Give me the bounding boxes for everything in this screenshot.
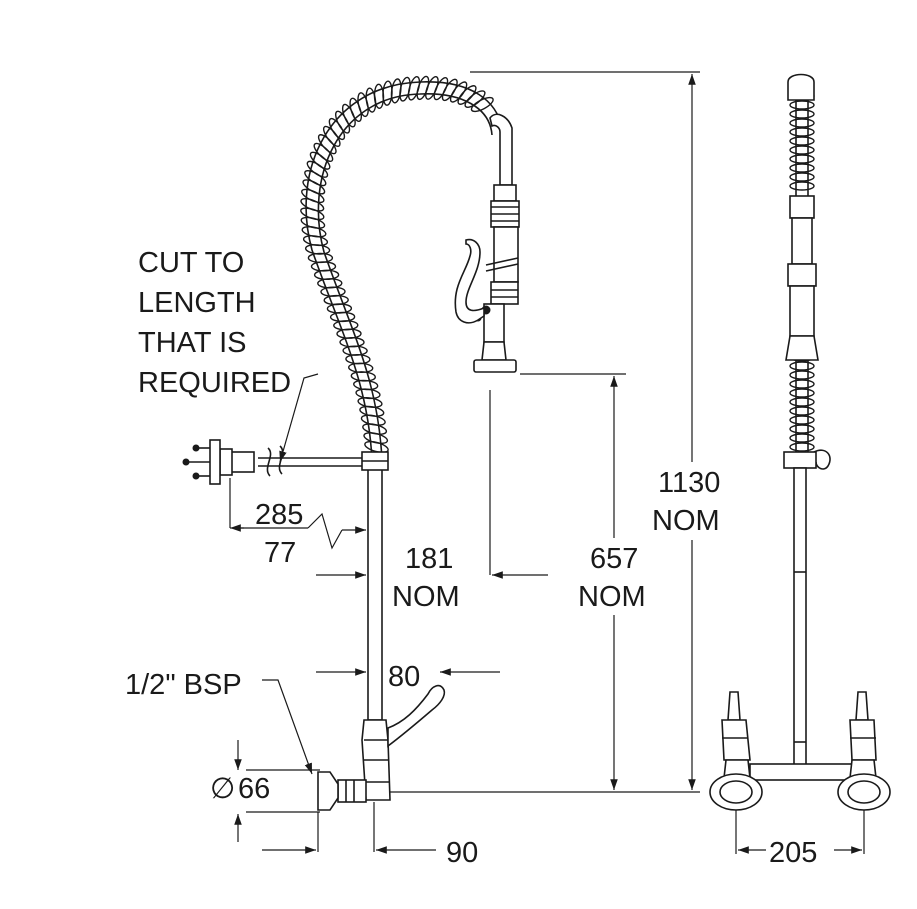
- coil-loop: [320, 286, 346, 297]
- side-coil-loop: [789, 127, 815, 137]
- side-coil-loop: [789, 370, 815, 380]
- side-coil-loop: [789, 379, 815, 389]
- side-coil-loop: [789, 118, 815, 128]
- diameter-symbol: ∅: [210, 773, 235, 805]
- dim-1130-label: 1130: [658, 467, 720, 499]
- coil-loop: [336, 328, 362, 339]
- coil-loop: [342, 345, 368, 356]
- cut-note-line-3: THAT IS: [138, 327, 247, 359]
- coil-loop: [300, 207, 325, 221]
- coil-loop: [433, 76, 449, 101]
- coil-loop: [326, 303, 353, 314]
- dim-205-label: 205: [769, 837, 817, 869]
- dim-285-label: 285: [255, 499, 303, 531]
- side-coil-loop: [789, 415, 815, 425]
- side-coil-loop: [789, 181, 815, 191]
- coil-loop: [470, 96, 494, 113]
- coil-loop: [329, 311, 356, 323]
- side-view: [709, 73, 891, 854]
- dim-1130-nom-label: NOM: [652, 505, 720, 537]
- dim-90-label: 90: [446, 837, 478, 869]
- coil-loop: [313, 269, 340, 281]
- side-coil-loop: [789, 154, 815, 164]
- side-right-tap: [837, 691, 891, 811]
- coil-loop: [300, 198, 325, 212]
- coil-loop: [339, 336, 365, 348]
- front-view: [182, 71, 700, 854]
- side-left-tap: [709, 691, 763, 811]
- coil-loop: [301, 188, 325, 204]
- side-coil-loop: [789, 433, 815, 443]
- side-coil-loop: [789, 424, 815, 434]
- cut-note-line-2: LENGTH: [138, 287, 256, 319]
- dim-80-label: 80: [388, 661, 420, 693]
- dim-66-label: 66: [238, 773, 270, 805]
- hose-arc: [305, 81, 504, 461]
- coil-loop: [323, 294, 349, 306]
- labels: CUT TO LENGTH THAT IS REQUIRED 285 77 18…: [125, 247, 817, 869]
- cut-note-line-1: CUT TO: [138, 247, 244, 279]
- dim-1130: [390, 71, 700, 793]
- dim-90: [262, 802, 436, 854]
- cut-note-line-4: REQUIRED: [138, 367, 291, 399]
- dim-657: [520, 373, 626, 790]
- side-coil-loop: [789, 172, 815, 182]
- dim-657-label: 657: [590, 543, 638, 575]
- dim-205: [735, 810, 865, 854]
- riser-pipe: [361, 451, 389, 721]
- coil-loop: [416, 75, 430, 101]
- side-coil-loop: [789, 136, 815, 146]
- coil-loop: [441, 78, 458, 102]
- dim-181: [316, 390, 548, 579]
- coil-loop: [302, 179, 326, 195]
- spray-valve: [473, 184, 520, 373]
- coil-loop: [317, 278, 343, 289]
- dim-657-nom-label: NOM: [578, 581, 646, 613]
- spray-handle: [454, 238, 485, 324]
- dim-66: [234, 740, 320, 842]
- mixer-body: [317, 684, 446, 811]
- coil-loop: [333, 320, 359, 331]
- hose-arc-inner: [317, 93, 493, 461]
- dim-285-77: [229, 478, 366, 550]
- side-coil-loop: [789, 100, 815, 110]
- bracket-arm: [182, 439, 362, 485]
- coil-loop: [310, 261, 337, 272]
- dim-181-label: 181: [405, 543, 453, 575]
- side-coil-loop: [789, 406, 815, 416]
- side-coil-loop: [789, 109, 815, 119]
- coil-loop: [425, 75, 439, 100]
- gooseneck-tube: [489, 113, 513, 186]
- cut-leader: [279, 373, 319, 463]
- side-coil-loop: [789, 397, 815, 407]
- hose-spring-coil: [300, 75, 494, 454]
- side-coil-loop: [789, 163, 815, 173]
- thread-label: 1/2" BSP: [125, 669, 242, 701]
- side-coil-loop: [789, 442, 815, 452]
- side-coil-loop: [789, 388, 815, 398]
- side-coil-loop: [789, 145, 815, 155]
- bsp-leader: [262, 679, 313, 775]
- side-coil-loop: [789, 361, 815, 371]
- dim-181-nom-label: NOM: [392, 581, 460, 613]
- dim-77-label: 77: [264, 537, 296, 569]
